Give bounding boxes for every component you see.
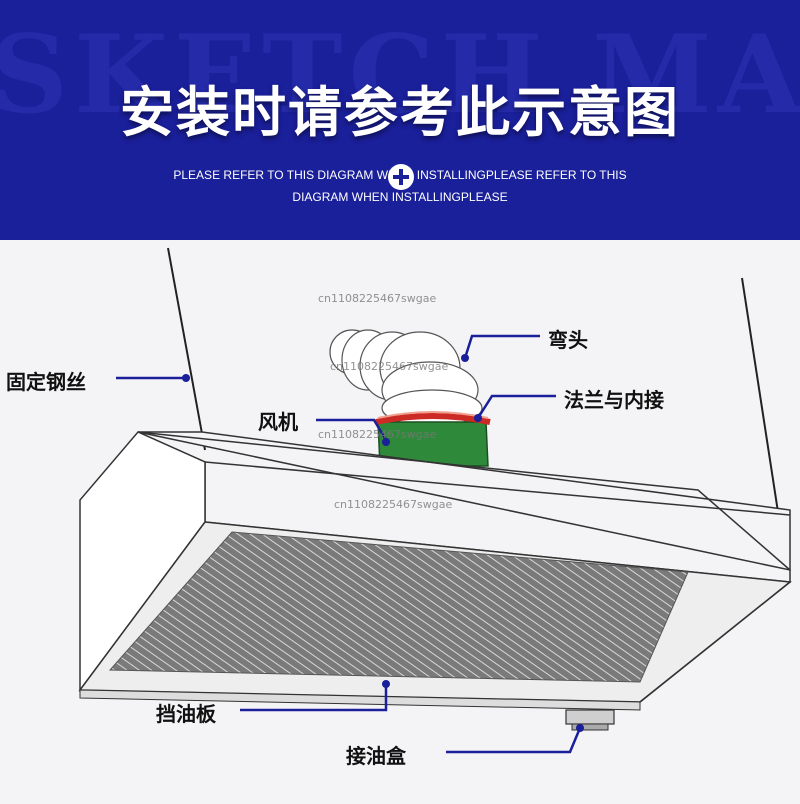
hood-illustration [78, 247, 792, 754]
banner-background-text: SKETCH MAP [0, 12, 800, 138]
leader-elbow [463, 334, 540, 359]
leader-oil-box [446, 727, 582, 754]
title-banner: SKETCH MAP 安装时请参考此示意图 PLEASE REFER TO TH… [0, 0, 800, 240]
hood-edge-2 [204, 461, 791, 516]
page-title: 安装时请参考此示意图 [120, 80, 680, 144]
grease-filter-panel [108, 531, 689, 683]
label-steel-wire: 固定钢丝 [6, 370, 86, 394]
leader-dots [182, 354, 584, 732]
label-elbow: 弯头 [548, 328, 588, 352]
fan-body [377, 421, 489, 467]
subtitle-line-2: DIAGRAM WHEN INSTALLINGPLEASE [292, 190, 508, 204]
range-hood-diagram: cn1108225467swgae cn1108225467swgae cn11… [0, 240, 800, 800]
watermark-4: cn1108225467swgae [334, 498, 453, 511]
plus-icon [388, 164, 414, 190]
elbow-duct [329, 329, 483, 427]
hood-bottom-edge [79, 689, 641, 711]
label-grease-filter: 挡油板 [156, 702, 216, 726]
label-fan: 风机 [258, 410, 298, 434]
label-flange: 法兰与内接 [564, 388, 664, 412]
leader-grease-filter [240, 684, 388, 712]
left-steel-wire [167, 247, 206, 451]
watermark-2: cn1108225467swgae [330, 360, 449, 373]
hood-right-edge [639, 581, 791, 703]
oil-collection-box [565, 709, 615, 731]
hood-top-face [137, 431, 791, 571]
label-oil-box: 接油盒 [346, 744, 406, 768]
leader-lines [116, 334, 582, 754]
leader-flange [476, 394, 556, 419]
watermark-1: cn1108225467swgae [318, 292, 437, 305]
right-steel-wire [741, 277, 779, 513]
watermark-3: cn1108225467swgae [318, 428, 437, 441]
leader-fan [316, 418, 388, 441]
